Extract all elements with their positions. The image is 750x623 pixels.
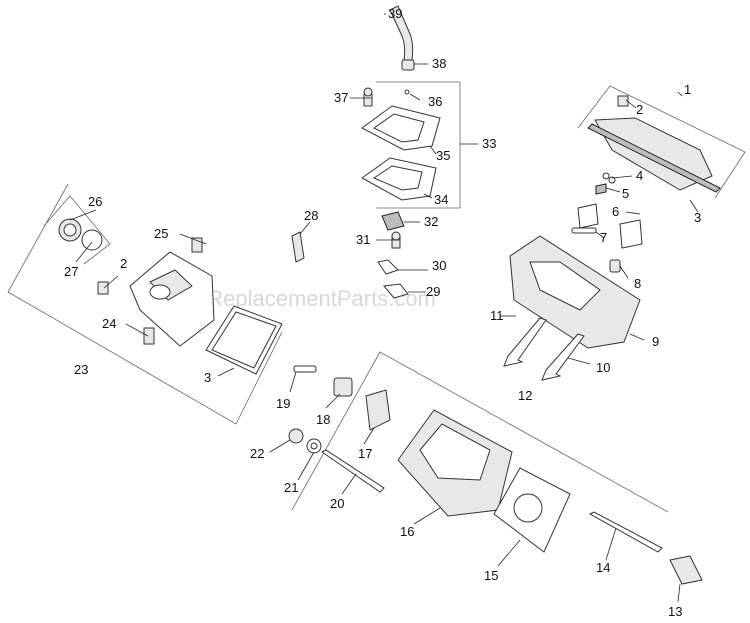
callout-34: 34: [434, 192, 448, 207]
callout-26: 26: [88, 194, 102, 209]
callout-6: 6: [612, 204, 619, 219]
washer-21: [306, 438, 322, 454]
callout-11: 11: [490, 308, 504, 323]
callout-12: 12: [518, 388, 532, 403]
callout-33: 33: [482, 136, 496, 151]
callout-38: 38: [432, 56, 446, 71]
callout-31: 31: [356, 232, 370, 247]
rocker-housing-9: [509, 235, 641, 349]
push-rod-14: [588, 511, 663, 553]
retainer-5: [595, 183, 607, 195]
callout-19: 19: [276, 396, 290, 411]
callout-29: 29: [426, 284, 440, 299]
cap-8: [609, 259, 621, 273]
breather-cover-35: [361, 105, 441, 151]
cylinder-head-16: [397, 409, 513, 517]
valve-spring-6a: [577, 203, 599, 229]
clip-29: [383, 283, 409, 299]
valve-11: [503, 317, 547, 367]
callout-15: 15: [484, 568, 498, 583]
push-rod-20: [321, 449, 385, 493]
callout-9: 9: [652, 334, 659, 349]
callout-18: 18: [316, 412, 330, 427]
filter-cap-26: [58, 218, 82, 242]
callout-23: 23: [74, 362, 88, 377]
keeper-4: [602, 172, 616, 184]
bracket-23: [7, 183, 283, 425]
bolt-19: [293, 365, 317, 373]
callout-2-right: 2: [636, 102, 643, 117]
callout-3-left: 3: [204, 370, 211, 385]
valve-spring-6b: [619, 219, 643, 249]
fitting-25: [191, 237, 203, 253]
head-gasket-15: [493, 467, 571, 553]
housing: [129, 251, 215, 347]
callout-1: 1: [684, 82, 691, 97]
callout-20: 20: [330, 496, 344, 511]
callout-36: 36: [428, 94, 442, 109]
callout-3-right: 3: [694, 210, 701, 225]
callout-14: 14: [596, 560, 610, 575]
bracket-12: [379, 351, 669, 513]
callout-32: 32: [424, 214, 438, 229]
reed-36: [404, 89, 410, 95]
callout-25: 25: [154, 226, 168, 241]
callout-22: 22: [250, 446, 264, 461]
callout-21: 21: [284, 480, 298, 495]
callout-27: 27: [64, 264, 78, 279]
pin-7: [571, 227, 597, 234]
callout-16: 16: [400, 524, 414, 539]
callout-13: 13: [668, 604, 682, 619]
callout-8: 8: [634, 276, 641, 291]
callout-28: 28: [304, 208, 318, 223]
callout-35: 35: [436, 148, 450, 163]
screw-37: [363, 87, 373, 107]
breather-gasket-34: [361, 157, 437, 201]
o-ring-27: [81, 229, 103, 251]
valve-cover-1: [577, 85, 746, 199]
bracket-32: [381, 211, 405, 231]
callout-5: 5: [622, 186, 629, 201]
nut-22: [288, 428, 304, 444]
nut-18: [333, 377, 353, 397]
fitting-24: [143, 327, 155, 345]
leader-lines: [69, 13, 699, 603]
gasket-3: [205, 305, 283, 375]
callout-10: 10: [596, 360, 610, 375]
callout-39: 39: [388, 6, 402, 21]
valve-10: [541, 333, 585, 381]
callout-17: 17: [358, 446, 372, 461]
tappet-13: [669, 555, 703, 585]
bracket-28: [291, 231, 305, 263]
screw-2: [617, 95, 629, 107]
screw-2-left: [97, 281, 109, 295]
callout-30: 30: [432, 258, 446, 273]
callout-7: 7: [600, 230, 607, 245]
grommet-38: [401, 59, 415, 71]
rocker-arm-17: [365, 389, 391, 431]
clip-30: [377, 259, 399, 275]
callout-4: 4: [636, 168, 643, 183]
bracket-26: [43, 195, 111, 265]
callout-37: 37: [334, 90, 348, 105]
callout-2-left: 2: [120, 256, 127, 271]
callout-24: 24: [102, 316, 116, 331]
